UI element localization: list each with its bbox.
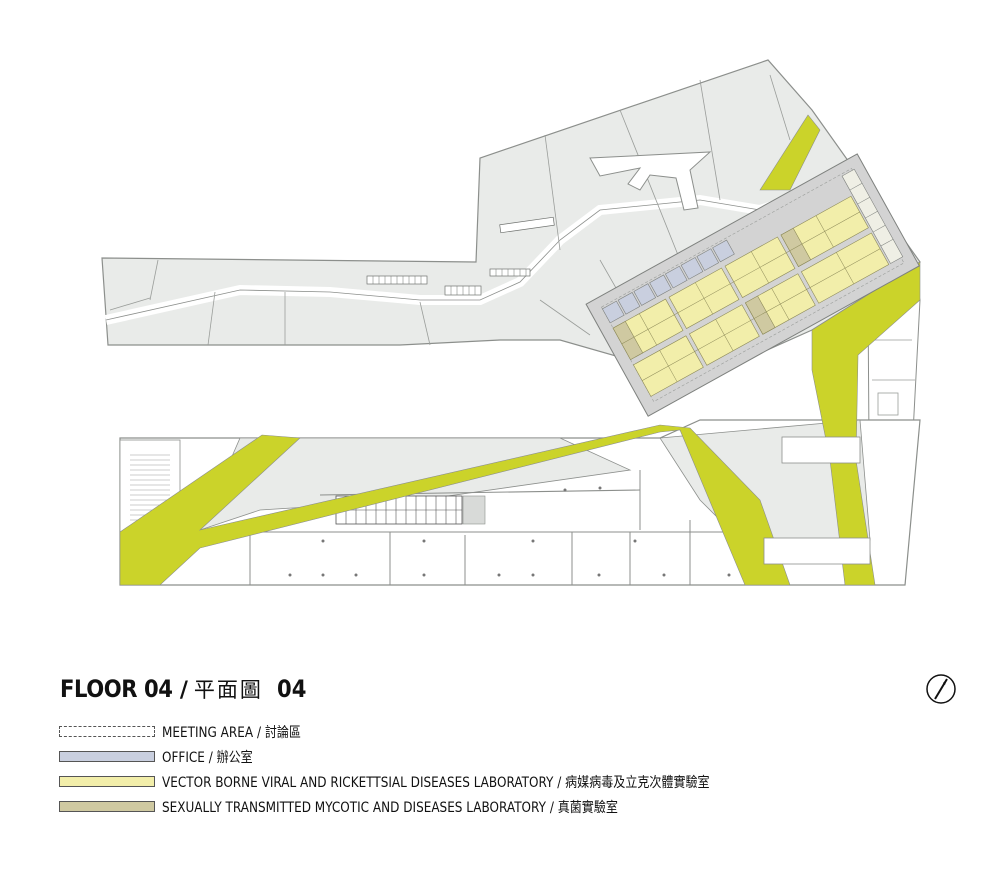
- legend-swatch-meeting-area: [59, 726, 155, 737]
- legend-swatch-mycotic-lab: [59, 801, 155, 812]
- legend: MEETING AREA / 討論區 OFFICE / 辦公室 VECTOR B…: [59, 719, 799, 819]
- green-band-lower: [119, 424, 791, 586]
- legend-label: MEETING AREA / 討論區: [162, 724, 301, 741]
- legend-swatch-office: [59, 751, 155, 762]
- curved-ramp: [589, 151, 712, 211]
- title-separator: /: [179, 678, 188, 703]
- office-rooms: [601, 239, 735, 324]
- title-chinese: 平面圖: [193, 678, 263, 702]
- laboratory-block: [585, 153, 920, 417]
- legend-label: VECTOR BORNE VIRAL AND RICKETTSIAL DISEA…: [162, 774, 710, 791]
- floor-plan: [101, 59, 921, 586]
- stair-grille-3: [489, 268, 531, 277]
- legend-item-meeting-area: MEETING AREA / 討論區: [59, 719, 799, 744]
- legend-item-office: OFFICE / 辦公室: [59, 744, 799, 769]
- title-number: 04: [276, 675, 307, 703]
- title-floor: FLOOR 04: [60, 675, 173, 703]
- green-band-north: [759, 114, 821, 191]
- north-arrow-icon: [926, 674, 956, 704]
- legend-label: SEXUALLY TRANSMITTED MYCOTIC AND DISEASE…: [162, 799, 618, 816]
- legend-label: OFFICE / 辦公室: [162, 749, 253, 766]
- legend-swatch-vector-lab: [59, 776, 155, 787]
- green-bands: [119, 114, 921, 586]
- green-band-east: [811, 261, 921, 586]
- floor-title: FLOOR 04 / 平面圖 04: [60, 674, 310, 704]
- legend-item-vector-lab: VECTOR BORNE VIRAL AND RICKETTSIAL DISEA…: [59, 769, 799, 794]
- stair-grille-4: [499, 216, 555, 234]
- legend-item-mycotic-lab: SEXUALLY TRANSMITTED MYCOTIC AND DISEASE…: [59, 794, 799, 819]
